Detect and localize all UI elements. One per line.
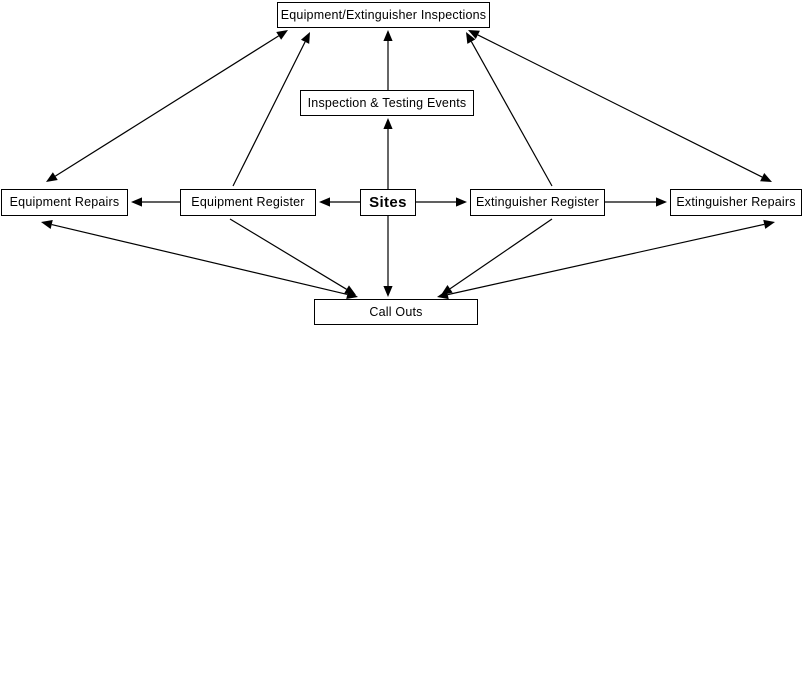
node-equipment_register[interactable]: Equipment Register [180,189,316,216]
edge-line [449,218,553,290]
edge-equipment-repairs-inspections-bidirectional [46,30,288,182]
node-equipment_repairs[interactable]: Equipment Repairs [1,189,128,216]
arrowhead [456,197,467,207]
arrowhead [656,197,667,207]
edge-line [51,223,348,296]
edge-extinguisher-register-to-call-outs [441,218,553,295]
edge-equipment-repairs-call-outs-bidirectional [41,220,358,299]
edge-sites-to-inspection-testing-events [383,118,393,189]
arrowhead [466,32,476,44]
edge-line [447,223,765,296]
edge-equipment-register-to-inspections [232,32,310,187]
arrowhead [276,30,288,40]
node-label: Extinguisher Register [475,195,599,210]
arrowhead [468,30,480,40]
arrowhead [383,118,393,129]
edge-extinguisher-repairs-inspections-bidirectional [468,30,772,182]
node-label: Call Outs [369,304,423,319]
arrowhead [383,30,393,41]
arrowhead [344,285,356,295]
arrowhead [763,219,775,229]
arrowhead [760,172,772,182]
edge-equipment-register-to-call-outs [229,218,356,295]
arrowhead [441,284,453,295]
node-label: Equipment Repairs [9,195,120,210]
arrowhead [319,197,330,207]
node-label: Equipment/Extinguisher Inspections [280,7,487,22]
arrowhead [131,197,142,207]
node-call_outs[interactable]: Call Outs [314,299,478,325]
edge-inspection-testing-events-to-inspections [383,30,393,90]
node-extinguisher_register[interactable]: Extinguisher Register [470,189,605,216]
edge-line [54,35,280,177]
edge-sites-to-equipment-register [319,197,360,207]
arrowhead [46,172,58,182]
edge-extinguisher-register-to-inspections [466,32,553,187]
node-label: Equipment Register [191,195,305,210]
node-extinguisher_repairs[interactable]: Extinguisher Repairs [670,189,802,216]
arrowhead [383,286,393,297]
arrowhead [41,220,53,230]
node-label: Inspection & Testing Events [307,95,467,110]
edge-sites-to-extinguisher-register [416,197,467,207]
edge-sites-to-call-outs [383,216,393,297]
node-equipment_extinguisher_inspections[interactable]: Equipment/Extinguisher Inspections [277,2,490,28]
edge-line [232,41,306,187]
edge-extinguisher-register-to-extinguisher-repairs [605,197,667,207]
node-label: Extinguisher Repairs [676,195,796,210]
edge-line [229,218,347,290]
node-inspection_testing_events[interactable]: Inspection & Testing Events [300,90,474,116]
node-sites[interactable]: Sites [360,189,416,216]
edge-line [477,34,763,178]
arrowhead [300,32,310,44]
edge-equipment-register-to-equipment-repairs [131,197,180,207]
edge-line [470,41,553,187]
node-label: Sites [369,194,407,211]
edge-extinguisher-repairs-call-outs-bidirectional [437,219,775,300]
